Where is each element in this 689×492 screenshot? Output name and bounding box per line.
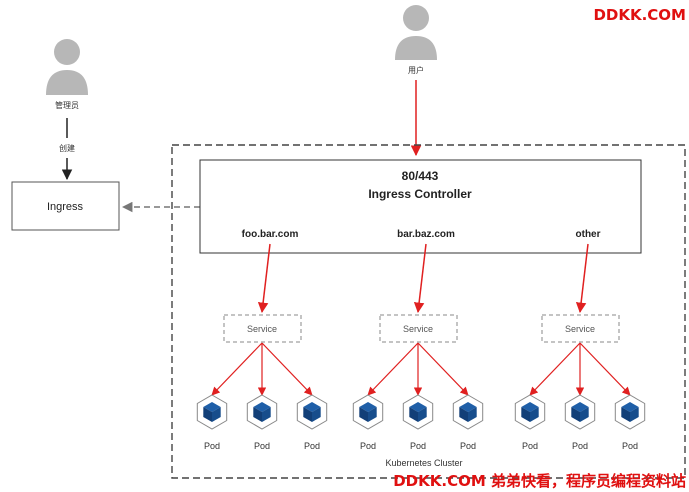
service-label: Service bbox=[403, 324, 433, 334]
ingress-label: Ingress bbox=[47, 201, 84, 213]
host-to-service-arrow bbox=[575, 243, 589, 314]
service-to-pod-arrow bbox=[261, 342, 313, 396]
pod-cube-icon bbox=[614, 394, 646, 430]
route-host-label: other bbox=[576, 229, 601, 240]
service-to-pod-arrow bbox=[367, 342, 419, 396]
pod-label: Pod bbox=[522, 441, 538, 451]
pod-cube-icon bbox=[196, 394, 228, 430]
ingress-box bbox=[11, 181, 120, 231]
pod-label: Pod bbox=[410, 441, 426, 451]
service-to-pod-arrow bbox=[579, 342, 631, 396]
pod-label: Pod bbox=[572, 441, 588, 451]
watermark-bottom: DDKK.COM 弟弟快看，程序员编程资料站 bbox=[393, 472, 686, 490]
admin-label: 管理员 bbox=[55, 100, 79, 110]
admin-person-icon bbox=[46, 39, 88, 95]
host-to-service-arrow bbox=[257, 243, 271, 314]
controller-title: Ingress Controller bbox=[368, 187, 472, 201]
service-box bbox=[379, 314, 458, 343]
pod-label: Pod bbox=[360, 441, 376, 451]
host-to-service-arrow bbox=[413, 243, 427, 314]
controller-port: 80/443 bbox=[402, 169, 439, 183]
pod-label: Pod bbox=[304, 441, 320, 451]
pod-cube-icon bbox=[402, 394, 434, 430]
service-label: Service bbox=[565, 324, 595, 334]
pod-cube-icon bbox=[296, 394, 328, 430]
create-label: 创建 bbox=[59, 143, 75, 153]
service-to-pod-arrow bbox=[417, 342, 469, 396]
user-label: 用户 bbox=[408, 65, 424, 75]
route-host-label: bar.baz.com bbox=[397, 229, 455, 240]
pod-label: Pod bbox=[204, 441, 220, 451]
service-label: Service bbox=[247, 324, 277, 334]
cluster-label: Kubernetes Cluster bbox=[385, 458, 462, 468]
service-box bbox=[223, 314, 302, 343]
pod-label: Pod bbox=[622, 441, 638, 451]
route-host-label: foo.bar.com bbox=[242, 229, 299, 240]
pod-cube-icon bbox=[514, 394, 546, 430]
pod-cube-icon bbox=[352, 394, 384, 430]
pod-cube-icon bbox=[564, 394, 596, 430]
pod-cube-icon bbox=[452, 394, 484, 430]
watermark-top: DDKK.COM bbox=[593, 6, 686, 24]
pod-label: Pod bbox=[460, 441, 476, 451]
ingress-controller-box bbox=[199, 159, 642, 254]
kubernetes-cluster-border bbox=[171, 144, 686, 479]
pod-cube-icon bbox=[246, 394, 278, 430]
service-to-pod-arrow bbox=[211, 342, 263, 396]
pod-label: Pod bbox=[254, 441, 270, 451]
user-person-icon bbox=[395, 5, 437, 60]
service-to-pod-arrow bbox=[529, 342, 581, 396]
service-box bbox=[541, 314, 620, 343]
